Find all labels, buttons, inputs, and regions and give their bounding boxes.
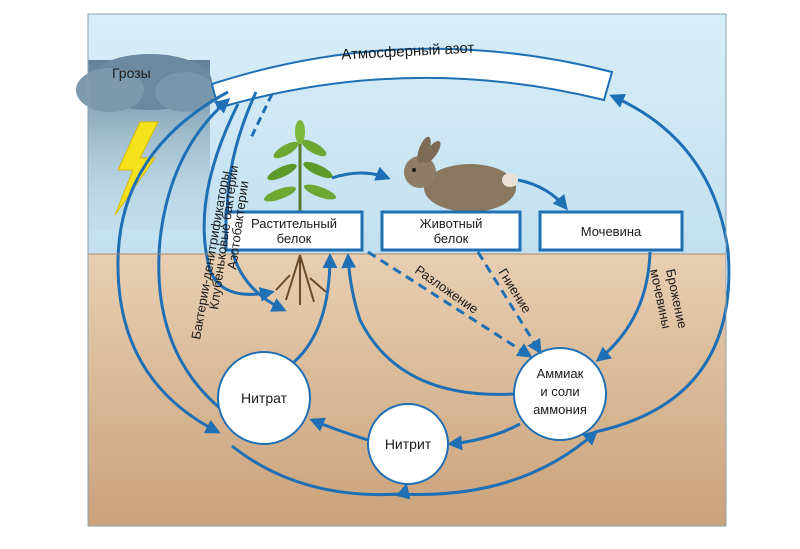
denitrifiers-arrow [157, 98, 231, 412]
plant-protein-box: Растительный белок [224, 210, 364, 252]
atmosphere-dash-arrow [248, 93, 274, 141]
plant-illustration [263, 120, 337, 305]
rotting-arrow [476, 251, 542, 355]
diagram-frame [87, 13, 727, 527]
nitrite-label: Нитрит [385, 436, 432, 452]
ammonia-to-plant-arrow [341, 253, 515, 396]
plant-protein-line1: Растительный [251, 216, 337, 231]
plant-protein-line2: белок [277, 231, 312, 246]
nitrite-to-nitrate-arrow [309, 417, 369, 442]
ammonia-line1: Аммиак [537, 366, 584, 381]
atmosphere-label: Атмосферный азот [341, 40, 475, 64]
ammonia-line3: аммония [533, 402, 587, 417]
bottom-loop-arrow [231, 432, 596, 497]
storms-label: Грозы [112, 65, 151, 81]
nitrite-node: Нитрит [367, 403, 449, 485]
nitrate-node: Нитрат [217, 351, 311, 445]
animal-to-urea-arrow [517, 178, 568, 211]
nitrate-label: Нитрат [241, 390, 288, 406]
outer-right-arrow [594, 93, 731, 434]
animal-protein-line2: белок [434, 231, 469, 246]
urea-fermentation-arrow [595, 251, 652, 362]
urea-label: Мочевина [581, 224, 642, 239]
decomposition-arrow [367, 250, 533, 358]
outer-left-arrow [116, 90, 229, 434]
nitrate-to-plant-arrow [293, 253, 338, 364]
soil-background [88, 254, 726, 526]
plant-to-animal-arrow [331, 166, 391, 181]
ammonia-line2: и соли [540, 384, 579, 399]
ammonia-to-nitrite-arrow [447, 422, 521, 451]
animal-protein-box: Животный белок [380, 210, 522, 252]
ammonia-node: Аммиак и соли аммония [513, 347, 607, 441]
urea-box: Мочевина [538, 210, 684, 252]
nitrite-bottom-arrow [395, 483, 411, 500]
animal-protein-line1: Животный [420, 216, 483, 231]
atmosphere-band [210, 47, 614, 110]
nodule-bacteria-arrow [202, 103, 275, 302]
rabbit-illustration [404, 136, 518, 212]
